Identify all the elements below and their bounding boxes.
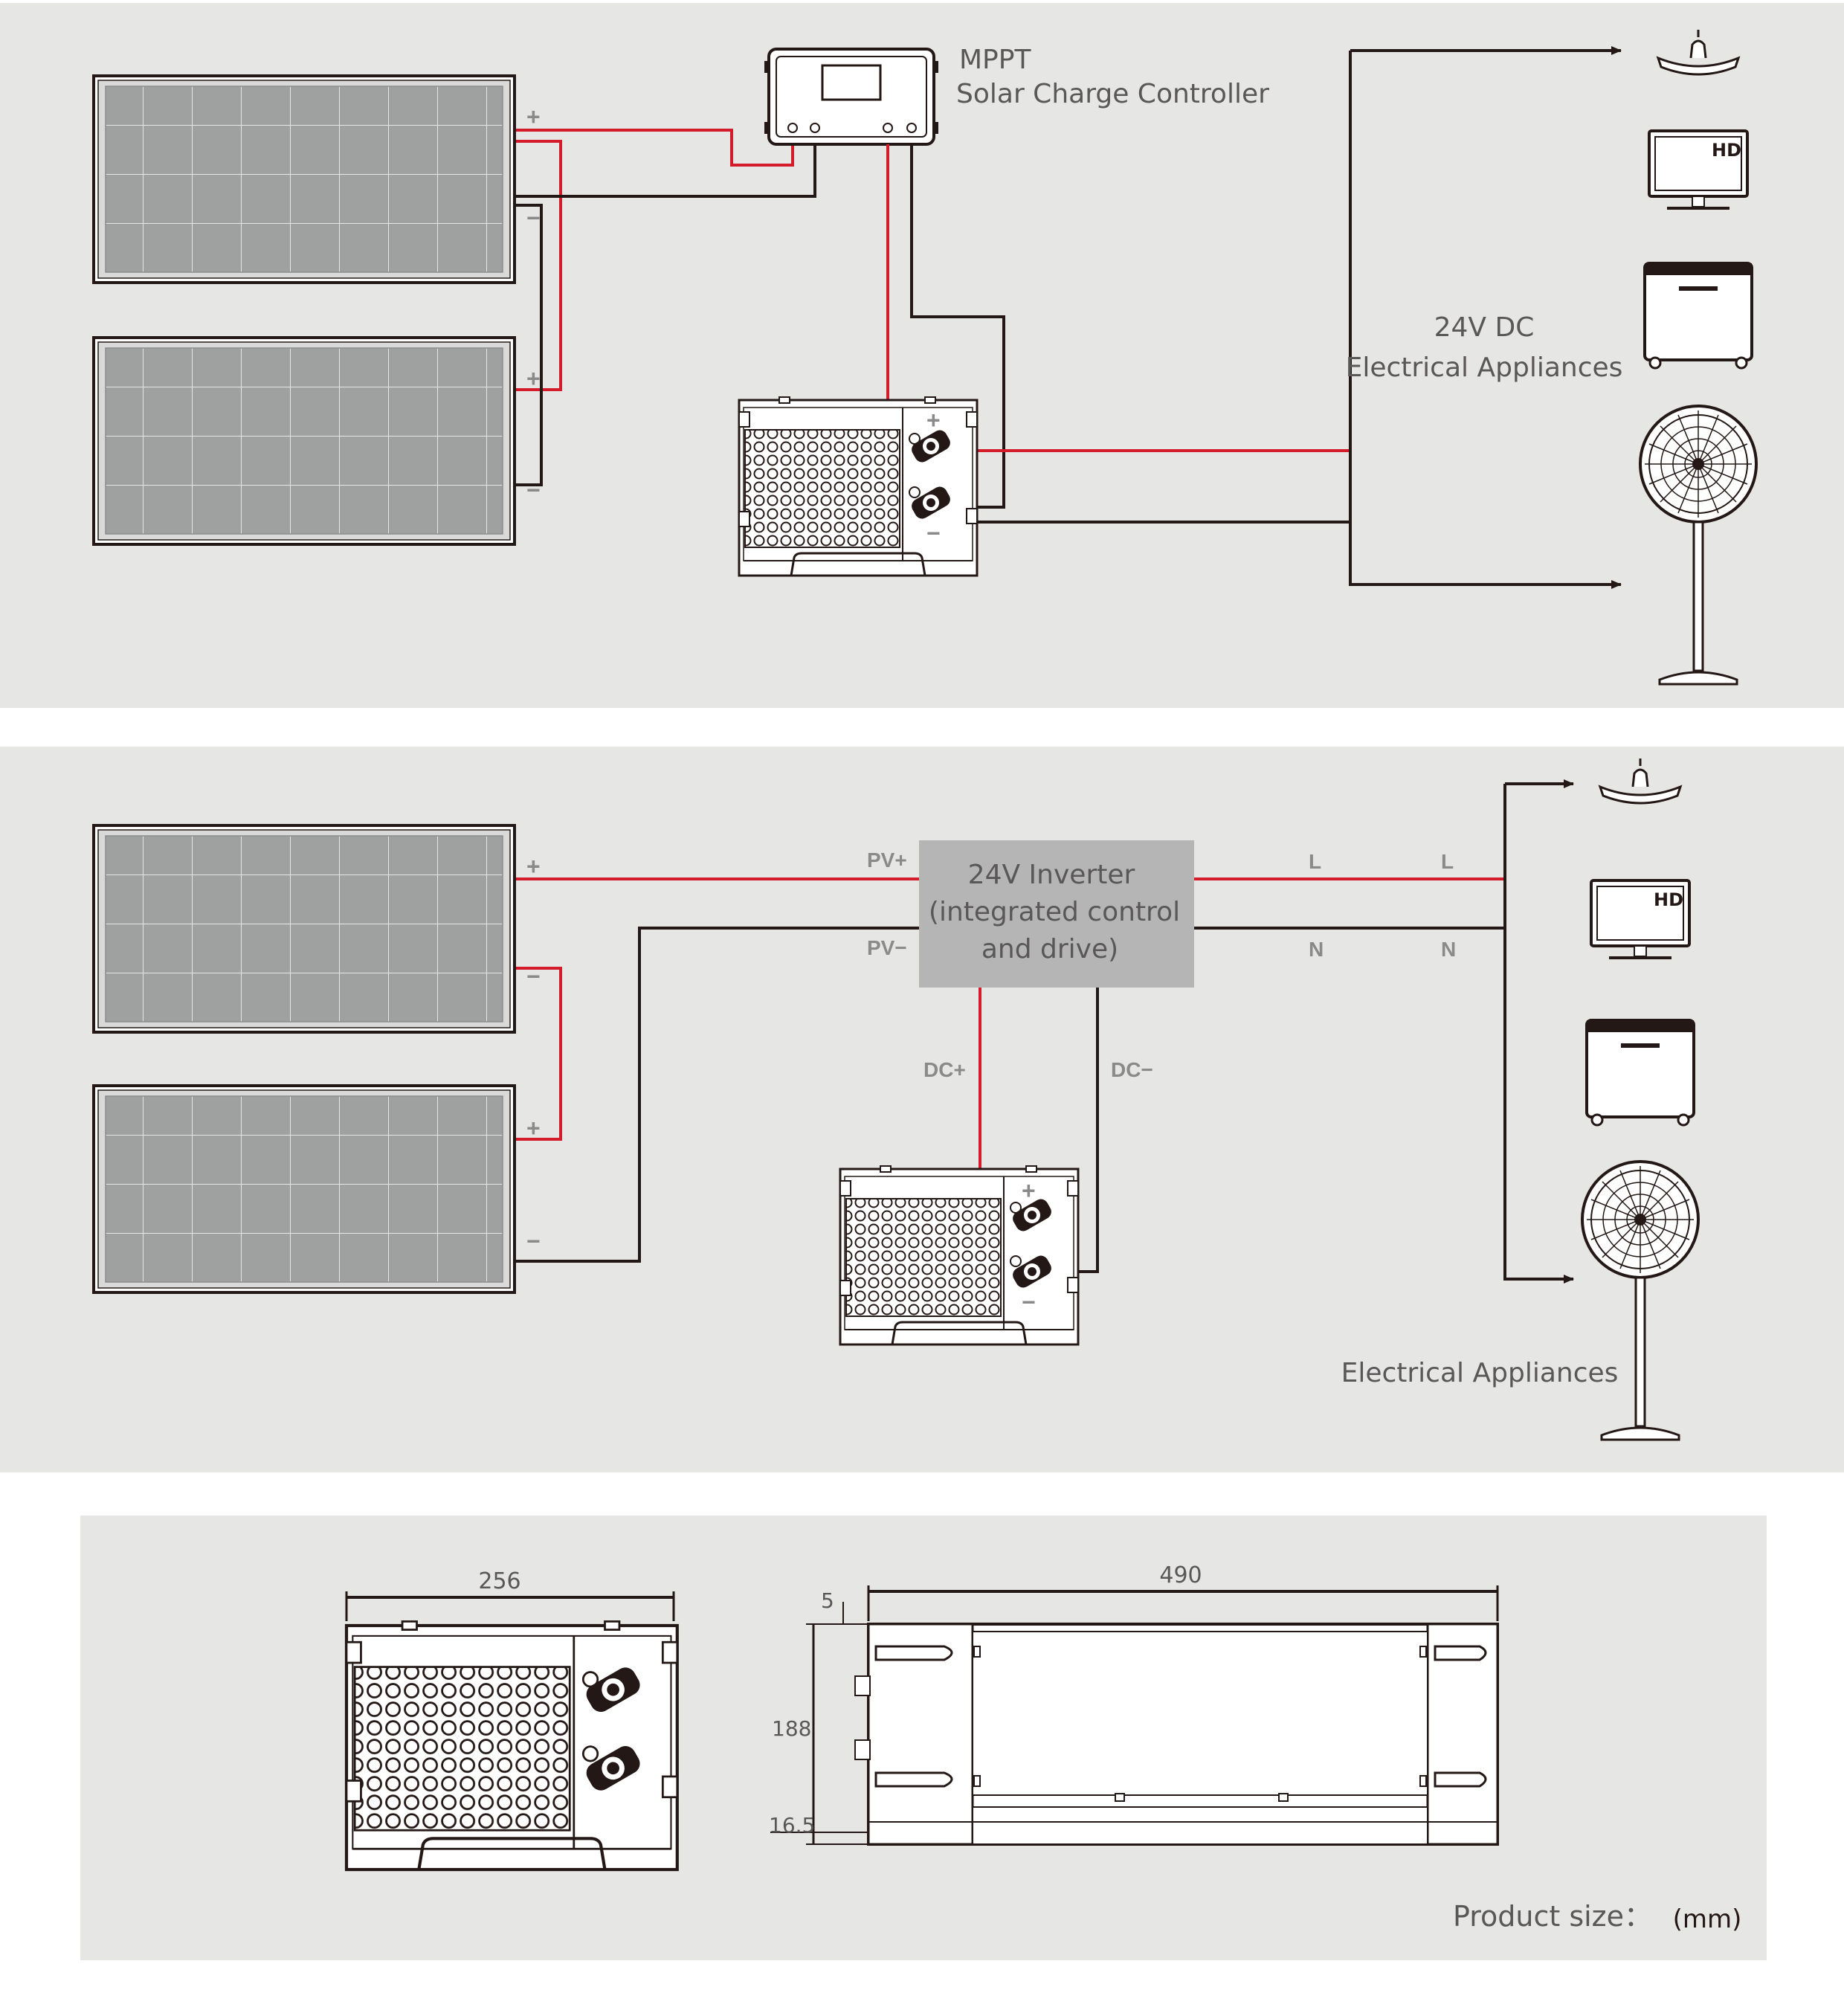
inverter-line2: (integrated control bbox=[929, 897, 1180, 927]
inverter-line1: 24V Inverter bbox=[968, 860, 1135, 890]
ac-system-diagram: + − + − 24V Inverter (integrated control… bbox=[0, 747, 1844, 1472]
fridge-icon bbox=[1645, 263, 1752, 368]
n-left-label: N bbox=[1309, 938, 1324, 961]
pv-minus-label: PV− bbox=[867, 936, 907, 959]
appliance-title: 24V DC bbox=[1434, 312, 1535, 343]
controller-subtitle: Solar Charge Controller bbox=[956, 79, 1269, 109]
panel1-plus: + bbox=[526, 103, 541, 130]
dim-bottom-label: 16.5 bbox=[769, 1813, 815, 1838]
product-size-label: Product size： bbox=[1453, 1900, 1652, 1933]
l-left-label: L bbox=[1309, 850, 1321, 873]
panel2-minus: − bbox=[526, 477, 541, 503]
panel2-plus: + bbox=[526, 365, 541, 392]
solar-panel-3 bbox=[92, 824, 516, 1034]
battery-2 bbox=[839, 1165, 1080, 1346]
pv-wiring bbox=[516, 129, 816, 486]
tv-badge: HD bbox=[1654, 889, 1683, 910]
battery-load-wiring bbox=[886, 46, 1622, 589]
dim-top-label: 5 bbox=[821, 1588, 834, 1613]
l-right-label: L bbox=[1441, 850, 1454, 873]
tv-badge: HD bbox=[1712, 140, 1741, 161]
pv-plus-label: PV+ bbox=[867, 848, 907, 872]
width-front-label: 256 bbox=[478, 1568, 520, 1594]
fridge-icon bbox=[1587, 1020, 1694, 1125]
dc-minus-label: DC− bbox=[1111, 1058, 1153, 1081]
battery1-minus: − bbox=[926, 520, 941, 547]
battery2-plus: + bbox=[1022, 1177, 1036, 1204]
appliances-label: Electrical Appliances bbox=[1341, 1358, 1619, 1388]
panel1-minus: − bbox=[526, 205, 541, 231]
width-side-label: 490 bbox=[1159, 1562, 1202, 1588]
product-dimensions: 256 490 5 188 16.5 bbox=[80, 1516, 1767, 1960]
unit-label: (mm) bbox=[1673, 1904, 1742, 1934]
inverter-box bbox=[919, 840, 1194, 988]
solar-panel-4 bbox=[92, 1084, 516, 1294]
panel4-minus: − bbox=[526, 1228, 541, 1255]
panel4-plus: + bbox=[526, 1115, 541, 1141]
battery1-plus: + bbox=[926, 407, 941, 434]
side-view: 490 5 188 16.5 bbox=[769, 1562, 1499, 1846]
battery2-minus: − bbox=[1022, 1289, 1036, 1315]
n-right-label: N bbox=[1441, 938, 1456, 961]
battery-1 bbox=[738, 396, 979, 577]
solar-panel-1 bbox=[92, 74, 516, 284]
front-view: 256 bbox=[346, 1568, 677, 1870]
inverter-line3: and drive) bbox=[981, 934, 1118, 964]
dc-system-diagram: + − + − MPPT Solar Charge Controller bbox=[0, 3, 1844, 708]
dc-plus-label: DC+ bbox=[923, 1058, 966, 1081]
controller-title: MPPT bbox=[959, 45, 1031, 75]
panel3-plus: + bbox=[526, 853, 541, 880]
mppt-controller bbox=[764, 48, 938, 146]
dim-height-label: 188 bbox=[772, 1716, 811, 1741]
appliance-subtitle: Electrical Appliances bbox=[1346, 352, 1623, 383]
solar-panel-2 bbox=[92, 336, 516, 546]
